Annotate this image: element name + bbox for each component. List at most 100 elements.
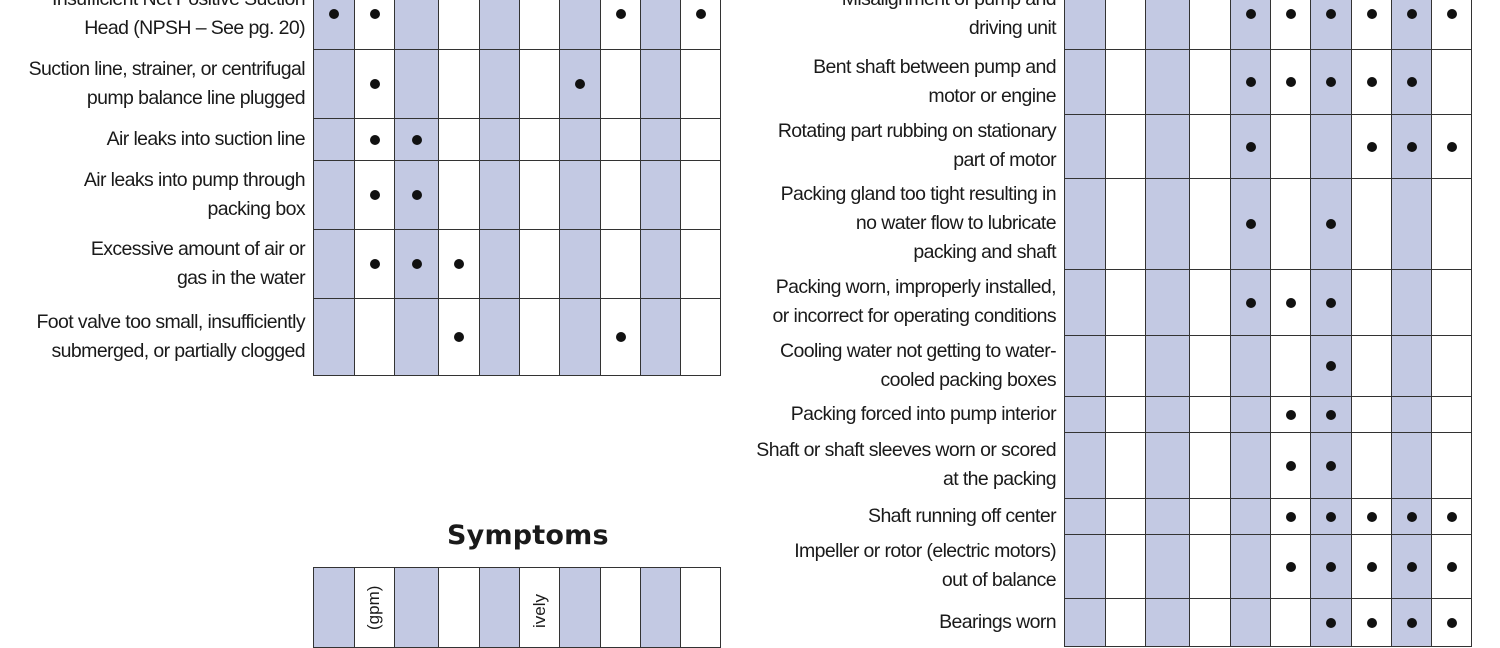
symptom-dot-icon bbox=[1446, 9, 1457, 19]
left-table-cell bbox=[560, 161, 601, 230]
right-table-row bbox=[1065, 270, 1472, 336]
right-table-cell bbox=[1190, 433, 1231, 499]
left-table-cell bbox=[641, 230, 681, 299]
symptom-dot-icon bbox=[1406, 9, 1417, 19]
left-table-row-label: Air leaks into suction line bbox=[106, 127, 306, 150]
left-table-cell bbox=[520, 119, 560, 161]
right-table-cell bbox=[1271, 499, 1311, 535]
symptom-dot-icon bbox=[1366, 561, 1377, 572]
right-table-cell bbox=[1231, 270, 1271, 336]
left-table-cell bbox=[314, 50, 355, 119]
symptom-dot-icon bbox=[1245, 141, 1256, 152]
left-table-cell bbox=[314, 299, 355, 376]
symptom-dot-icon bbox=[1366, 77, 1377, 87]
right-table-cell bbox=[1432, 336, 1472, 397]
left-table-row-label: Insufficient Net Positive Suction Head (… bbox=[52, 0, 306, 39]
left-table-cell bbox=[520, 50, 560, 119]
symptoms-header-cell bbox=[395, 568, 439, 648]
right-table-cell bbox=[1106, 270, 1146, 336]
right-table-cell bbox=[1231, 397, 1271, 433]
left-table-cell bbox=[480, 50, 520, 119]
left-table-cell bbox=[520, 161, 560, 230]
symptom-dot-icon bbox=[369, 79, 380, 89]
right-table-cell bbox=[1146, 336, 1190, 397]
right-table-row bbox=[1065, 397, 1472, 433]
right-table-cell bbox=[1271, 599, 1311, 647]
right-table-cell bbox=[1392, 397, 1432, 433]
right-table-cell bbox=[1190, 270, 1231, 336]
right-table-cell bbox=[1106, 397, 1146, 433]
symptom-dot-icon bbox=[1406, 617, 1417, 628]
right-table-row-label: Bearings worn bbox=[939, 610, 1056, 633]
right-table-row-label: Shaft running off center bbox=[868, 504, 1057, 527]
left-table-cell bbox=[395, 230, 439, 299]
right-table-cell bbox=[1106, 336, 1146, 397]
right-table-cell bbox=[1271, 270, 1311, 336]
right-table-cell bbox=[1432, 0, 1472, 50]
left-table-cell bbox=[560, 0, 601, 50]
right-table-cell bbox=[1311, 535, 1352, 599]
left-table-cell bbox=[314, 230, 355, 299]
left-table-cell bbox=[314, 119, 355, 161]
right-table-cell bbox=[1392, 535, 1432, 599]
left-table-row bbox=[314, 161, 721, 230]
symptoms-header-cell bbox=[439, 568, 480, 648]
right-table-cell bbox=[1352, 535, 1392, 599]
right-table-cell bbox=[1432, 50, 1472, 115]
right-table-cell bbox=[1352, 499, 1392, 535]
right-table-cell bbox=[1231, 599, 1271, 647]
symptom-dot-icon bbox=[1366, 141, 1377, 152]
left-table-cell bbox=[439, 50, 480, 119]
right-table-cell bbox=[1432, 499, 1472, 535]
right-table-cell bbox=[1432, 433, 1472, 499]
right-table-cell bbox=[1146, 179, 1190, 270]
left-table-cell bbox=[601, 230, 641, 299]
symptom-dot-icon bbox=[1245, 77, 1256, 87]
right-table-cell bbox=[1392, 270, 1432, 336]
right-table-cell bbox=[1146, 50, 1190, 115]
right-table-cell bbox=[1432, 179, 1472, 270]
symptom-dot-icon bbox=[1326, 460, 1336, 471]
symptom-dot-icon bbox=[1285, 460, 1296, 471]
left-table-row-label: Air leaks into pump through packing box bbox=[83, 168, 306, 220]
symptom-dot-icon bbox=[1446, 511, 1457, 522]
symptom-dot-icon bbox=[1366, 617, 1377, 628]
symptom-dot-icon bbox=[1446, 141, 1457, 152]
symptom-dot-icon bbox=[1285, 511, 1296, 522]
symptom-dot-icon bbox=[1285, 561, 1296, 572]
right-table-cell bbox=[1432, 270, 1472, 336]
symptom-dot-icon bbox=[369, 259, 380, 269]
right-table-cell bbox=[1146, 535, 1190, 599]
right-table-row-label: Impeller or rotor (electric motors) out … bbox=[794, 540, 1056, 591]
left-table-cell bbox=[681, 0, 721, 50]
symptom-dot-icon bbox=[329, 9, 339, 19]
symptom-dot-icon bbox=[454, 259, 464, 269]
right-table-row bbox=[1065, 433, 1472, 499]
right-table-row bbox=[1065, 115, 1472, 179]
left-table-cell bbox=[480, 230, 520, 299]
right-table-cell bbox=[1311, 179, 1352, 270]
right-table-cell bbox=[1146, 0, 1190, 50]
left-table-cell bbox=[395, 0, 439, 50]
right-table-cell bbox=[1065, 433, 1106, 499]
right-table-cell bbox=[1231, 336, 1271, 397]
left-table-row-label: Foot valve too small, insufficiently sub… bbox=[36, 310, 305, 362]
right-table-cell bbox=[1311, 50, 1352, 115]
symptom-dot-icon bbox=[1245, 219, 1256, 229]
left-table-row-label: Suction line, strainer, or centrifugal p… bbox=[28, 57, 306, 109]
symptom-dot-icon bbox=[1406, 561, 1417, 572]
left-table-cell bbox=[480, 119, 520, 161]
right-table-cell bbox=[1271, 179, 1311, 270]
left-table-cell bbox=[641, 161, 681, 230]
right-table-cell bbox=[1352, 433, 1392, 499]
right-table-cell bbox=[1065, 179, 1106, 270]
right-table-cell bbox=[1106, 50, 1146, 115]
left-table-cell bbox=[480, 161, 520, 230]
left-table-row bbox=[314, 0, 721, 50]
symptom-dot-icon bbox=[615, 9, 626, 19]
right-table-cell bbox=[1065, 270, 1106, 336]
right-table-cell bbox=[1106, 433, 1146, 499]
left-table-row bbox=[314, 119, 721, 161]
left-table-cell bbox=[355, 50, 395, 119]
right-table-row-label: Packing forced into pump interior bbox=[790, 402, 1057, 425]
